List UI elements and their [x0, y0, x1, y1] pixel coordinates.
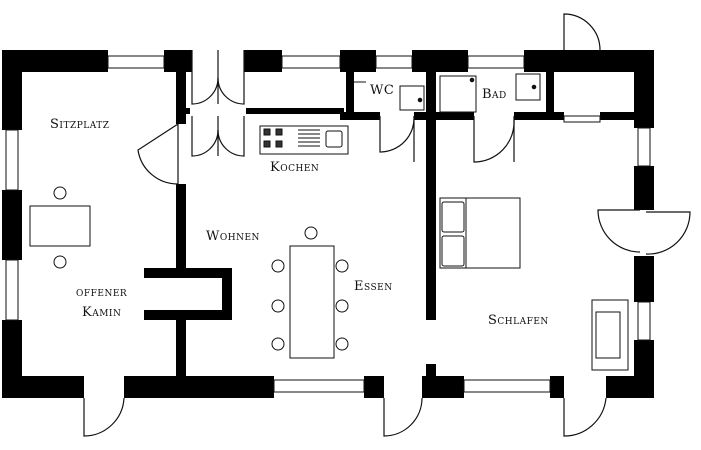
label-bad: Bad — [482, 87, 507, 102]
wall-top — [524, 50, 654, 72]
wall-horizontal — [246, 108, 344, 114]
shower-icon — [439, 75, 477, 113]
wall-bottom — [124, 376, 274, 398]
door-swing-icon — [563, 397, 607, 437]
dining-table — [289, 245, 335, 359]
wall-partition — [176, 50, 186, 124]
sink-icon — [325, 130, 343, 148]
window-icon — [5, 129, 19, 191]
chair-icon — [271, 259, 285, 273]
pillow — [441, 235, 465, 267]
window-icon — [637, 301, 651, 341]
wall-stub — [186, 108, 190, 114]
label-kochen: Kochen — [270, 160, 319, 175]
chair-icon — [304, 226, 318, 240]
chair-icon — [335, 259, 349, 273]
window-icon — [375, 55, 413, 69]
wall-top — [2, 50, 108, 72]
wall-top — [412, 50, 468, 72]
window-icon — [5, 259, 19, 321]
doors — [83, 13, 691, 437]
windows — [5, 55, 651, 393]
sofa — [591, 299, 629, 371]
fireplace-wall — [144, 310, 232, 320]
wall-bad — [546, 68, 554, 114]
chair-icon — [271, 299, 285, 313]
window-icon — [107, 55, 165, 69]
chair-icon — [53, 186, 67, 200]
room-labels: Sitzplatz WC Bad Kochen Wohnen Essen Sch… — [50, 83, 549, 328]
wall-bedroom — [426, 68, 436, 320]
wall-horizontal — [600, 112, 654, 120]
door-swing-icon — [217, 50, 245, 105]
wall-right — [634, 166, 654, 210]
chair-icon — [271, 337, 285, 351]
wall-top — [244, 50, 282, 72]
window-icon — [281, 55, 341, 69]
wall-horizontal — [340, 112, 380, 120]
door-swing-icon — [217, 116, 245, 157]
door-swing-icon — [137, 123, 179, 185]
inner-walls — [144, 50, 654, 398]
outer-walls — [2, 50, 654, 398]
chair-icon — [335, 299, 349, 313]
wall-partition — [176, 318, 186, 398]
pillow — [441, 201, 465, 233]
wall-right — [634, 50, 654, 128]
wall-top — [340, 50, 376, 72]
door-swing-icon — [379, 115, 415, 153]
wall-left — [2, 190, 22, 260]
wall-horizontal — [514, 112, 564, 120]
wall-partition — [176, 184, 186, 276]
door-swing-icon — [473, 116, 515, 163]
door-swing-icon — [191, 50, 219, 105]
label-kamin: Kamin — [82, 305, 121, 320]
label-essen: Essen — [354, 279, 393, 294]
table — [29, 205, 91, 247]
fixtures — [29, 73, 629, 371]
stove-icon — [263, 128, 283, 148]
door-swing-icon — [383, 397, 423, 437]
bed — [439, 197, 521, 269]
door-swing-icon — [645, 211, 691, 255]
sink-icon — [515, 73, 541, 101]
label-schlafen: Schlafen — [488, 313, 549, 328]
wall-left — [2, 320, 22, 398]
window-icon — [467, 55, 525, 69]
wall-horizontal — [414, 112, 474, 120]
label-sitzplatz: Sitzplatz — [50, 117, 110, 132]
wall-wc — [346, 68, 354, 114]
wall-right — [634, 340, 654, 398]
wall-bottom — [364, 376, 384, 398]
window-icon — [563, 115, 601, 123]
door-swing-icon — [563, 13, 601, 51]
wall-left — [2, 50, 22, 130]
fireplace-wall — [144, 268, 232, 278]
label-wc: WC — [370, 83, 394, 98]
label-offener: offener — [76, 285, 127, 300]
wall-bedroom — [426, 364, 436, 398]
window-icon — [637, 127, 651, 167]
wall-bottom — [2, 376, 84, 398]
window-icon — [463, 379, 551, 393]
chair-icon — [53, 255, 67, 269]
chair-icon — [335, 337, 349, 351]
label-wohnen: Wohnen — [206, 229, 260, 244]
door-swing-icon — [191, 116, 219, 157]
door-swing-icon — [597, 209, 641, 253]
sink-drainer — [298, 129, 320, 147]
fireplace-wall — [222, 268, 232, 320]
wall-right — [634, 256, 654, 302]
window-icon — [273, 379, 365, 393]
door-swing-icon — [83, 397, 125, 437]
wall-bottom — [550, 376, 564, 398]
